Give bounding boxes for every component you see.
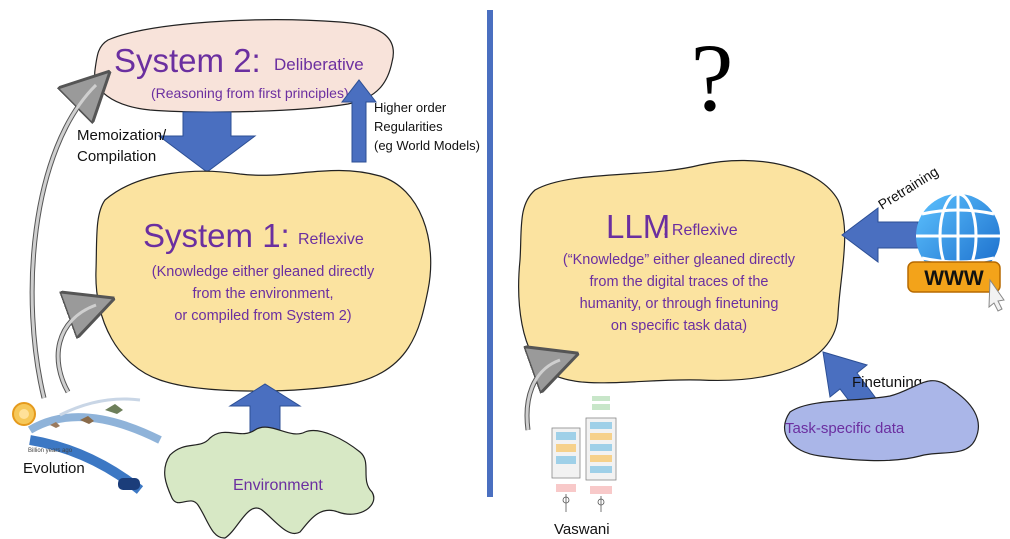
- finetuning-label: Finetuning: [852, 374, 922, 391]
- vertical-divider: [487, 10, 493, 497]
- llm-subtitle: : Reflexive: [663, 222, 738, 239]
- llm-detail-line3: humanity, or through finetuning: [580, 296, 779, 312]
- evolution-label: Evolution: [23, 460, 85, 477]
- system2-detail: (Reasoning from first principles): [151, 85, 349, 101]
- transformer-diagram-thumbnail: [546, 394, 628, 520]
- evolution-caption: Billion years ago: [28, 448, 73, 454]
- evolution-arrow-to-system1-inner: [56, 303, 97, 393]
- environment-label: Environment: [233, 477, 323, 494]
- evolution-arrow-to-system2-inner: [30, 83, 98, 399]
- www-label: WWW: [924, 267, 984, 290]
- system1-detail-line1: (Knowledge either gleaned directly: [152, 264, 375, 280]
- system1-blob: [95, 169, 432, 392]
- pretraining-arrow: [841, 207, 919, 263]
- environment-blob: [164, 426, 375, 539]
- system1-detail-line3: or compiled from System 2): [174, 308, 351, 324]
- task-data-label: Task-specific data: [785, 420, 905, 437]
- system2-subtitle: Deliberative: [274, 55, 364, 74]
- vaswani-label: Vaswani: [554, 521, 610, 538]
- environment-arrow: [228, 383, 302, 433]
- www-globe-icon: [907, 192, 1005, 312]
- higher-order-label-line3: (eg World Models): [374, 138, 480, 153]
- system1-title: System 1:: [143, 217, 290, 254]
- vaswani-arrow-to-llm-inner: [525, 358, 561, 431]
- question-mark: ?: [691, 24, 734, 131]
- higher-order-label-line1: Higher order: [374, 100, 447, 115]
- llm-detail-line4: on specific task data): [611, 318, 747, 334]
- task-data-blob: [784, 380, 980, 462]
- evolution-illustration: Billion years ago: [12, 397, 162, 494]
- llm-detail-line2: from the digital traces of the: [590, 274, 769, 290]
- memoization-label-line2: Compilation: [77, 148, 156, 165]
- llm-detail-line1: (“Knowledge” either gleaned directly: [563, 252, 796, 268]
- system2-title: System 2:: [114, 42, 261, 79]
- system1-subtitle: Reflexive: [298, 231, 364, 248]
- system1-detail-line2: from the environment,: [192, 286, 333, 302]
- evolution-arrow-to-system1: [55, 305, 96, 394]
- memoization-arrow: [157, 111, 257, 173]
- higher-order-label-line2: Regularities: [374, 119, 443, 134]
- llm-title: LLM: [606, 208, 670, 245]
- higher-order-arrow: [340, 79, 378, 163]
- memoization-label-line1: Memoization/: [77, 127, 167, 144]
- llm-blob: [518, 159, 846, 384]
